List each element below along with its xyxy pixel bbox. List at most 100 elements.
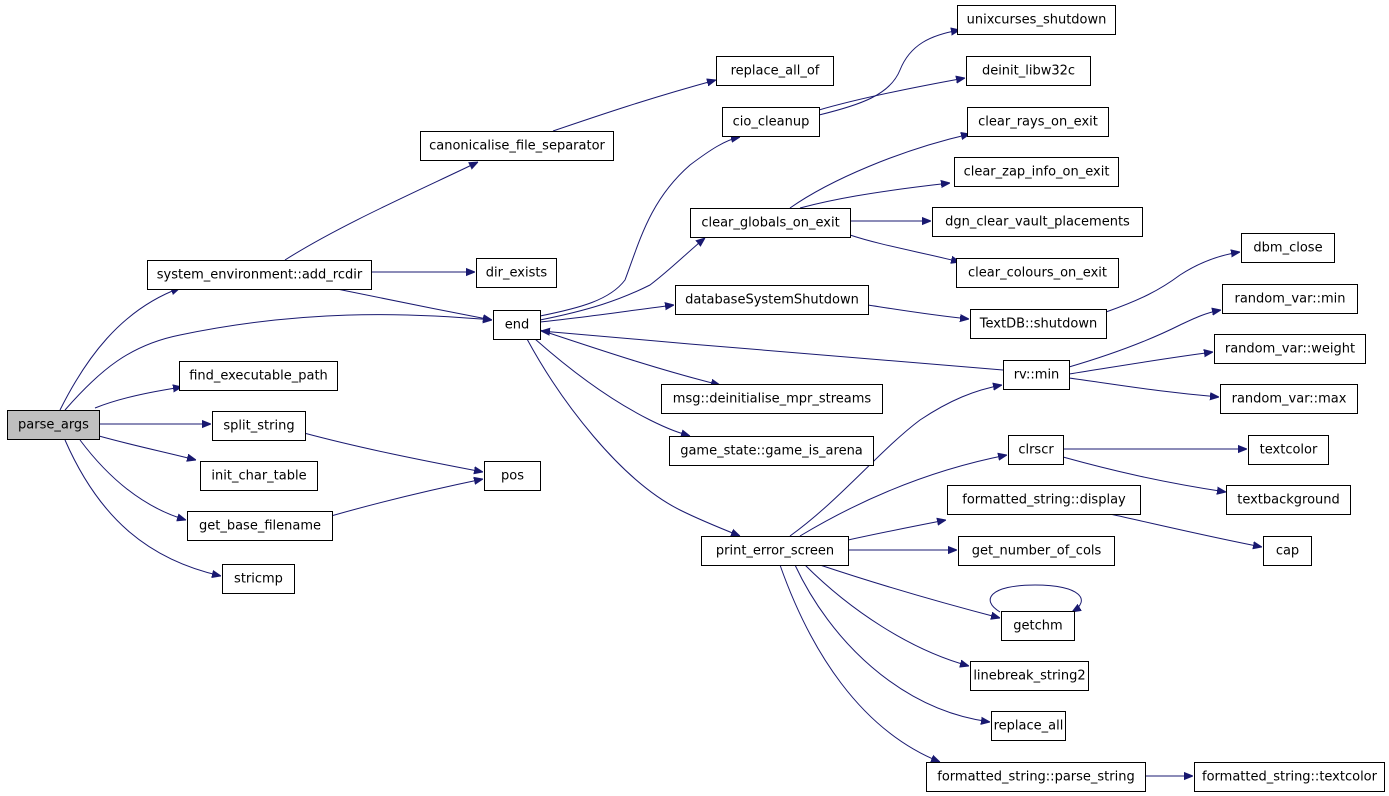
node-box [420,131,614,161]
node-box [1241,233,1335,263]
node-dgn-clear[interactable]: dgn_clear_vault_placements [932,207,1143,237]
node-box [476,258,557,288]
node-box [970,661,1089,691]
node-label: random_var::weight [1225,342,1355,357]
node-fs-display[interactable]: formatted_string::display [947,485,1141,515]
node-box [947,485,1141,515]
node-label: parse_args [18,418,89,433]
edge-split-string-to-pos [303,432,483,472]
node-pos[interactable]: pos [484,461,541,491]
node-print-error[interactable]: print_error_screen [701,536,849,566]
node-cap[interactable]: cap [1263,536,1312,566]
node-label: formatted_string::display [962,493,1126,508]
node-textcolor[interactable]: textcolor [1248,435,1329,465]
node-game-is-arena[interactable]: game_state::game_is_arena [669,436,874,466]
node-box [1008,435,1064,465]
node-unixcurses[interactable]: unixcurses_shutdown [957,5,1116,35]
node-box [1220,384,1358,414]
edge-print-error-to-replace-all [794,564,990,722]
node-label: formatted_string::parse_string [937,770,1134,785]
node-box [187,511,333,541]
node-find-exec[interactable]: find_executable_path [179,361,338,391]
edge-rv-min-to-rvar-max [1068,377,1219,397]
node-textdb-shutdown[interactable]: TextDB::shutdown [970,309,1107,339]
node-label: canonicalise_file_separator [429,139,605,154]
edge-add-rcdir-to-canonicalise [284,162,478,261]
node-label: game_state::game_is_arena [680,444,863,459]
node-canonicalise[interactable]: canonicalise_file_separator [420,131,614,161]
edge-end-to-game-is-arena [534,338,690,436]
edge-canonicalise-to-replace-all-of [552,80,716,132]
node-box [966,56,1091,86]
edge-add-rcdir-to-end [336,288,492,320]
node-fs-parse[interactable]: formatted_string::parse_string [926,762,1146,792]
node-deinit-libw32c[interactable]: deinit_libw32c [966,56,1091,86]
node-box [690,208,851,238]
edge-parse-args-to-stricmp [64,439,221,576]
node-rvar-min[interactable]: random_var::min [1222,284,1358,314]
node-end[interactable]: end [493,310,541,340]
node-box [484,461,541,491]
node-label: getchm [1013,619,1062,634]
node-add-rcdir[interactable]: system_environment::add_rcdir [147,260,372,290]
node-label: find_executable_path [189,369,328,384]
node-box [493,310,541,340]
node-box [970,309,1107,339]
node-box [1001,611,1075,641]
node-init-char-table[interactable]: init_char_table [200,461,318,491]
node-box [1248,435,1329,465]
node-label: msg::deinitialise_mpr_streams [673,392,872,407]
node-label: get_base_filename [199,519,321,534]
node-label: dgn_clear_vault_placements [945,215,1130,230]
node-box [1263,536,1312,566]
node-label: get_number_of_cols [972,544,1102,559]
node-box [1003,360,1070,390]
node-getchm[interactable]: getchm [1001,611,1075,641]
node-clear-globals[interactable]: clear_globals_on_exit [690,208,851,238]
node-fs-textcolor[interactable]: formatted_string::textcolor [1194,762,1385,792]
node-split-string[interactable]: split_string [212,411,306,441]
node-label: clear_zap_info_on_exit [964,165,1110,180]
edge-rv-min-to-end [541,331,1004,371]
node-parse-args[interactable]: parse_args [7,410,100,440]
edge-end-to-print-error [526,338,740,537]
node-replace-all-of[interactable]: replace_all_of [716,56,834,86]
node-label: random_var::min [1235,292,1346,307]
node-label: pos [501,469,524,484]
node-rv-min[interactable]: rv::min [1003,360,1070,390]
node-get-cols[interactable]: get_number_of_cols [958,536,1115,566]
node-label: stricmp [234,572,283,587]
node-get-base-filename[interactable]: get_base_filename [187,511,333,541]
node-label: formatted_string::textcolor [1202,770,1378,785]
node-label: print_error_screen [716,544,834,559]
node-cio-cleanup[interactable]: cio_cleanup [722,107,820,137]
node-textbackground[interactable]: textbackground [1226,485,1351,515]
node-label: system_environment::add_rcdir [157,268,363,283]
edge-get-base-filename-to-pos [330,479,483,517]
edge-end-to-cio-cleanup [539,137,740,317]
node-clear-rays[interactable]: clear_rays_on_exit [967,107,1109,137]
node-label: init_char_table [211,469,306,484]
node-box [1222,284,1358,314]
node-box [661,384,883,414]
node-rvar-max[interactable]: random_var::max [1220,384,1358,414]
node-rvar-weight[interactable]: random_var::weight [1214,334,1366,364]
node-box [722,107,820,137]
node-dir-exists[interactable]: dir_exists [476,258,557,288]
node-clear-zap[interactable]: clear_zap_info_on_exit [954,157,1119,187]
node-replace-all[interactable]: replace_all [991,711,1066,741]
node-clrscr[interactable]: clrscr [1008,435,1064,465]
node-label: replace_all [994,719,1064,734]
node-clear-colours[interactable]: clear_colours_on_exit [956,258,1119,288]
node-box [991,711,1066,741]
node-box [1214,334,1366,364]
node-dbshutdown[interactable]: databaseSystemShutdown [675,285,869,315]
node-linebreak[interactable]: linebreak_string2 [970,661,1089,691]
node-box [958,536,1115,566]
node-msg-deinit[interactable]: msg::deinitialise_mpr_streams [661,384,883,414]
edge-end-to-clear-globals [539,238,705,321]
edge-print-error-to-clrscr [799,455,1007,537]
node-stricmp[interactable]: stricmp [222,564,295,594]
node-dbm-close[interactable]: dbm_close [1241,233,1335,263]
